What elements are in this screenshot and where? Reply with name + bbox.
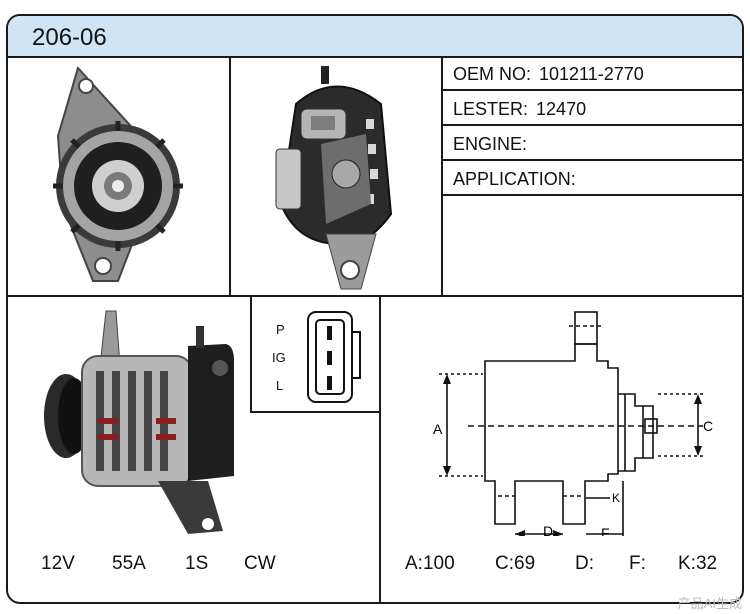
- dim-label-k: K: [612, 491, 620, 505]
- spec-application: APPLICATION:: [443, 163, 742, 196]
- alternator-side-image: [38, 306, 238, 546]
- plug-type-value: 1S: [185, 553, 209, 574]
- dim-label-a: A: [433, 421, 443, 437]
- title-bar: 206-06: [8, 16, 742, 58]
- pin-label-p: P: [276, 322, 285, 337]
- dim-label-d: D: [543, 523, 553, 536]
- divider: [379, 295, 381, 602]
- pin-label-l: L: [276, 378, 283, 393]
- divider: [441, 58, 443, 296]
- dim-label-c: C: [703, 418, 713, 434]
- rotation-value: CW: [244, 553, 276, 574]
- dimension-diagram: A C D F K: [403, 306, 733, 536]
- dimension-d-value: D:: [575, 553, 594, 574]
- divider: [229, 58, 231, 296]
- product-spec-sheet: 206-06 OEM NO:101211-2770 LESTER:12470 E…: [6, 14, 744, 604]
- dimension-c-value: C:69: [495, 553, 536, 574]
- dimension-a-value: A:100: [405, 553, 455, 574]
- dimension-k-value: K:32: [678, 553, 718, 574]
- divider: [8, 295, 742, 297]
- voltage-value: 12V: [41, 553, 75, 574]
- amperage-value: 55A: [112, 553, 146, 574]
- pin-label-ig: IG: [272, 350, 286, 365]
- alternator-rear-image: [266, 64, 406, 294]
- spec-oem: OEM NO:101211-2770: [443, 58, 742, 91]
- watermark-text: 产品AI生成: [677, 596, 742, 611]
- spec-engine: ENGINE:: [443, 128, 742, 161]
- part-number-title: 206-06: [32, 24, 107, 51]
- connector-plug-diagram: P IG L: [258, 302, 378, 407]
- alternator-front-image: [48, 66, 198, 291]
- spec-lester: LESTER:12470: [443, 93, 742, 126]
- dim-label-f: F: [601, 525, 610, 536]
- dimension-f-value: F:: [629, 553, 646, 574]
- connector-box: [250, 295, 381, 413]
